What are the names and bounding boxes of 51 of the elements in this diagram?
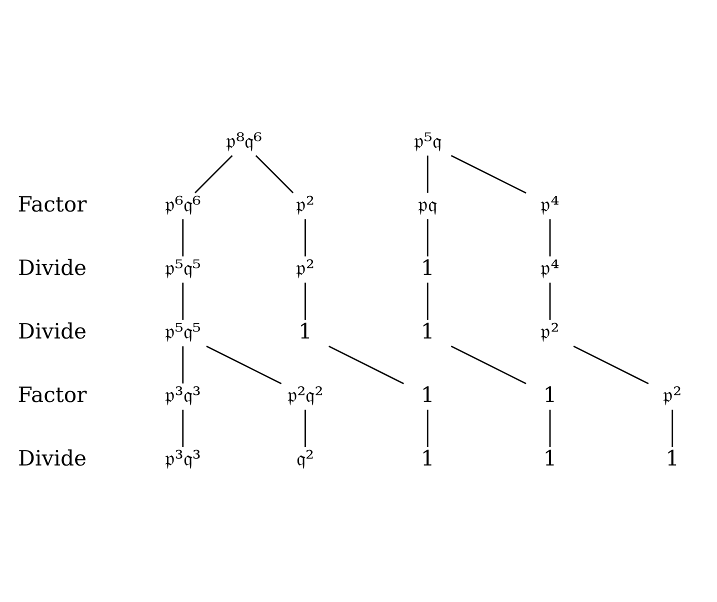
node-text: 𝔭⁴ xyxy=(540,254,560,280)
node-text: 𝔭³𝔮³ xyxy=(164,445,201,470)
connector xyxy=(182,346,184,383)
label: Factor xyxy=(18,190,87,216)
connector xyxy=(182,218,184,256)
node-text: 1 xyxy=(420,254,434,280)
node-text: 𝔭³𝔮³ xyxy=(164,381,201,406)
node-text: 1 xyxy=(420,381,434,406)
connector xyxy=(182,282,184,320)
node-text: 1 xyxy=(666,445,680,470)
connector xyxy=(304,409,306,446)
connector xyxy=(206,345,282,384)
connector xyxy=(450,345,526,384)
connector xyxy=(426,218,428,256)
connector xyxy=(573,345,649,384)
label: Factor xyxy=(18,381,87,406)
connector xyxy=(426,282,428,320)
connector xyxy=(304,282,306,320)
connector xyxy=(328,345,404,384)
connector xyxy=(450,154,526,194)
connector xyxy=(182,409,184,446)
node-text: 1 xyxy=(543,445,557,470)
node-text: 𝔭⁶𝔮⁶ xyxy=(164,190,201,216)
node-text: 1 xyxy=(298,318,312,343)
connector xyxy=(549,409,551,446)
connector xyxy=(426,155,428,192)
connector xyxy=(672,409,674,446)
connector xyxy=(304,218,306,256)
node-text: 𝔭𝔮 xyxy=(418,190,438,216)
node-text: 𝔮² xyxy=(296,445,314,470)
node-text: 𝔭⁴ xyxy=(540,190,560,216)
node-text: 1 xyxy=(420,318,434,343)
connector xyxy=(549,218,551,256)
node-text: 𝔭⁵𝔮⁵ xyxy=(164,254,201,280)
node-text: 𝔭² xyxy=(296,190,314,216)
node-text: 𝔭² xyxy=(296,254,314,280)
node-text: 𝔭⁸𝔮⁶ xyxy=(226,127,262,152)
node-text: 𝔭²𝔮² xyxy=(287,381,324,406)
node-text: 𝔭² xyxy=(540,318,560,343)
label: Divide xyxy=(18,318,87,343)
label: Divide xyxy=(18,445,87,470)
node-text: 𝔭⁵𝔮⁵ xyxy=(164,318,201,343)
connector xyxy=(549,282,551,320)
label: Divide xyxy=(18,254,87,280)
connector xyxy=(255,154,294,193)
connector xyxy=(194,154,233,193)
connector xyxy=(426,409,428,446)
node-text: 1 xyxy=(420,445,434,470)
node-text: 1 xyxy=(543,381,557,406)
node-text: 𝔭² xyxy=(663,381,682,406)
node-text: 𝔭⁵𝔮 xyxy=(414,127,442,152)
